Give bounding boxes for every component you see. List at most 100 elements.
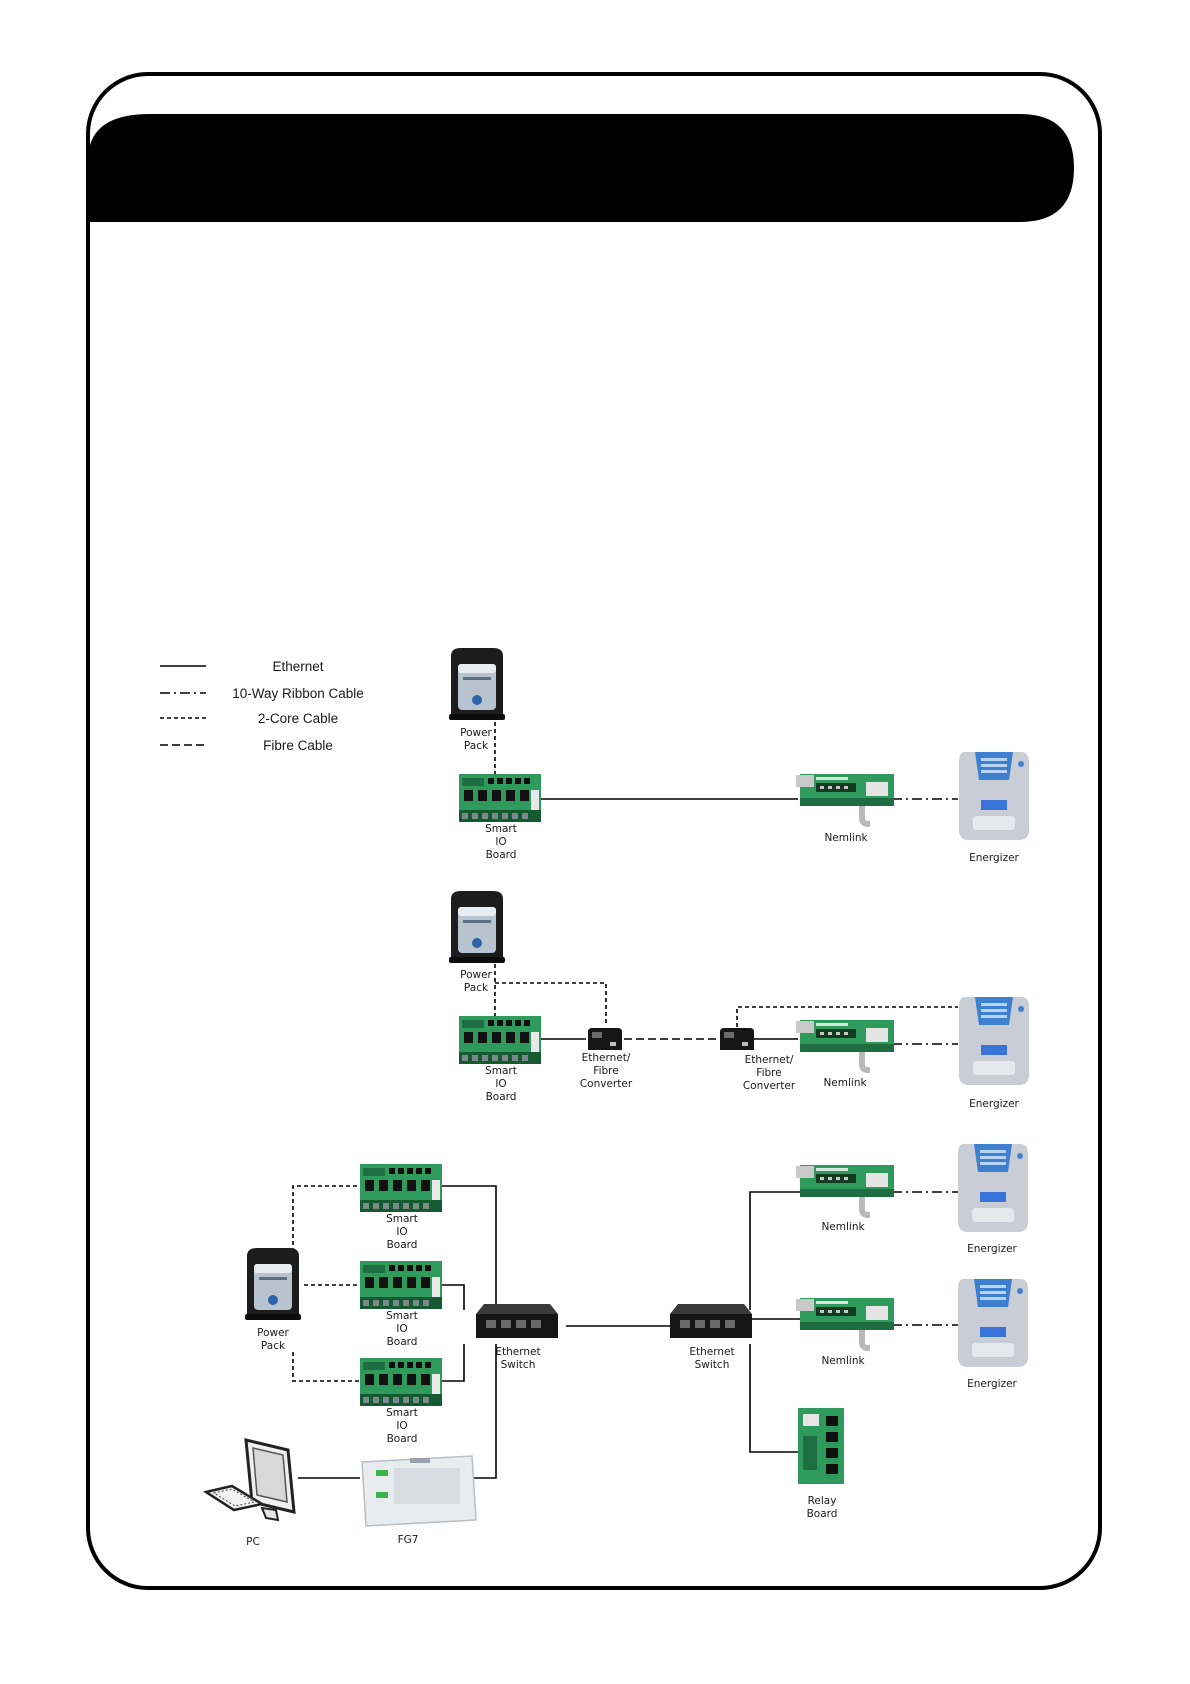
svg-text:Pack: Pack xyxy=(464,740,489,752)
d2-nemlink-label: Nemlink xyxy=(823,1077,867,1089)
legend-twocore-label: 2-Core Cable xyxy=(258,711,338,726)
d3-pc-icon xyxy=(202,1438,296,1522)
d2-energizer xyxy=(959,997,1029,1085)
d3-pp-label-2: Pack xyxy=(261,1340,286,1352)
d3-sio1-label-1: Smart xyxy=(386,1213,418,1225)
svg-text:Fibre: Fibre xyxy=(593,1065,618,1077)
svg-text:Board: Board xyxy=(387,1336,418,1348)
d3-energizer-1 xyxy=(958,1144,1028,1232)
svg-text:Smart: Smart xyxy=(386,1407,418,1419)
d2-smart-io-board xyxy=(459,1016,541,1064)
svg-text:Switch: Switch xyxy=(501,1359,536,1371)
svg-text:Pack: Pack xyxy=(464,982,489,994)
d2-sio-label-1: Smart xyxy=(485,1065,517,1077)
d3-smart-io-board-3 xyxy=(360,1358,442,1406)
legend-ethernet-label: Ethernet xyxy=(272,659,323,674)
svg-text:Ethernet/: Ethernet/ xyxy=(745,1054,794,1066)
d3-switch-right-label-2: Switch xyxy=(695,1359,730,1371)
svg-text:IO: IO xyxy=(396,1420,407,1432)
svg-text:Board: Board xyxy=(387,1239,418,1251)
d3-sio2-label-1: Smart xyxy=(386,1310,418,1322)
d3-sio1-label-2: IO xyxy=(396,1226,407,1238)
svg-text:Pack: Pack xyxy=(261,1340,286,1352)
d1-sio-label-2: IO xyxy=(495,836,506,848)
d1-energizer-label: Energizer xyxy=(969,852,1019,864)
d1-power-pack xyxy=(449,648,505,720)
d3-energizer-1-label: Energizer xyxy=(967,1243,1017,1255)
d2-converter-right xyxy=(720,1028,754,1050)
header-bar xyxy=(88,114,1074,222)
d2-2core-pp-converter xyxy=(495,982,607,1026)
svg-text:Smart: Smart xyxy=(386,1310,418,1322)
d2-pp-label-2: Pack xyxy=(464,982,489,994)
d3-relay-label-1: Relay xyxy=(808,1495,837,1507)
d3-smart-io-board-1 xyxy=(360,1164,442,1212)
d3-fg7-label: FG7 xyxy=(398,1534,419,1546)
diagram-3: Smart IO Board Smart IO Board Smart IO B… xyxy=(202,1144,1028,1548)
svg-text:Board: Board xyxy=(486,1091,517,1103)
d3-ethernet-switch-left xyxy=(476,1304,558,1338)
d3-fg7-device xyxy=(361,1455,477,1527)
svg-text:Fibre: Fibre xyxy=(756,1067,781,1079)
svg-text:Ethernet: Ethernet xyxy=(689,1346,734,1358)
svg-text:Relay: Relay xyxy=(808,1495,837,1507)
diagram-1: Power Pack Smart IO Board Nemlink Energi… xyxy=(449,648,1029,864)
svg-text:Power: Power xyxy=(257,1327,289,1339)
d3-ethernet-switch-right xyxy=(670,1304,752,1338)
d2-conv-right-label-1: Ethernet/ xyxy=(745,1054,794,1066)
page-frame xyxy=(86,72,1102,1590)
svg-text:Power: Power xyxy=(460,727,492,739)
d3-pp-label-1: Power xyxy=(257,1327,289,1339)
d3-pc-label: PC xyxy=(246,1536,260,1548)
d2-conv-left-label-2: Fibre xyxy=(593,1065,618,1077)
d3-switch-left-label-1: Ethernet xyxy=(495,1346,540,1358)
svg-text:Smart: Smart xyxy=(485,823,517,835)
svg-text:Converter: Converter xyxy=(580,1078,633,1090)
d3-nemlink-2-label: Nemlink xyxy=(821,1355,865,1367)
d3-sio1-label-3: Board xyxy=(387,1239,418,1251)
svg-text:Smart: Smart xyxy=(485,1065,517,1077)
d2-sio-label-2: IO xyxy=(495,1078,506,1090)
d3-switch-left-label-2: Switch xyxy=(501,1359,536,1371)
d1-sio-label-1: Smart xyxy=(485,823,517,835)
d3-ethernet-sio1-switch xyxy=(440,1185,497,1310)
svg-text:Board: Board xyxy=(807,1508,838,1520)
d2-energizer-label: Energizer xyxy=(969,1098,1019,1110)
d3-sio3-label-1: Smart xyxy=(386,1407,418,1419)
d2-pp-label-1: Power xyxy=(460,969,492,981)
d3-switch-right-label-1: Ethernet xyxy=(689,1346,734,1358)
d2-conv-left-label-3: Converter xyxy=(580,1078,633,1090)
legend: Ethernet 10-Way Ribbon Cable 2-Core Cabl… xyxy=(160,659,364,753)
d3-ethernet-switch-relay xyxy=(749,1344,798,1453)
legend-ribbon-label: 10-Way Ribbon Cable xyxy=(232,686,364,701)
d3-power-pack xyxy=(245,1248,301,1320)
d2-conv-left-label-1: Ethernet/ xyxy=(582,1052,631,1064)
d2-sio-label-3: Board xyxy=(486,1091,517,1103)
svg-text:Ethernet/: Ethernet/ xyxy=(582,1052,631,1064)
d3-energizer-2-label: Energizer xyxy=(967,1378,1017,1390)
svg-text:Smart: Smart xyxy=(386,1213,418,1225)
d3-energizer-2 xyxy=(958,1279,1028,1367)
svg-text:IO: IO xyxy=(495,836,506,848)
d3-ethernet-sio2-switch xyxy=(440,1284,465,1310)
d3-smart-io-board-2 xyxy=(360,1261,442,1309)
svg-text:Board: Board xyxy=(486,849,517,861)
d3-ethernet-switch-nemlink1 xyxy=(749,1191,800,1310)
svg-text:IO: IO xyxy=(396,1323,407,1335)
d3-relay-label-2: Board xyxy=(807,1508,838,1520)
d1-smart-io-board xyxy=(459,774,541,822)
d3-relay-board xyxy=(798,1408,844,1484)
svg-text:Switch: Switch xyxy=(695,1359,730,1371)
d1-sio-label-3: Board xyxy=(486,849,517,861)
d2-conv-right-label-2: Fibre xyxy=(756,1067,781,1079)
d3-nemlink-1-label: Nemlink xyxy=(821,1221,865,1233)
svg-text:Converter: Converter xyxy=(743,1080,796,1092)
diagram-2: Power Pack Smart IO Board Ethernet/ Fibr… xyxy=(449,891,1029,1110)
d3-ethernet-sio3-switch xyxy=(440,1344,465,1382)
svg-text:Ethernet: Ethernet xyxy=(495,1346,540,1358)
svg-text:Board: Board xyxy=(387,1433,418,1445)
svg-text:Power: Power xyxy=(460,969,492,981)
d3-sio2-label-2: IO xyxy=(396,1323,407,1335)
d3-sio3-label-3: Board xyxy=(387,1433,418,1445)
